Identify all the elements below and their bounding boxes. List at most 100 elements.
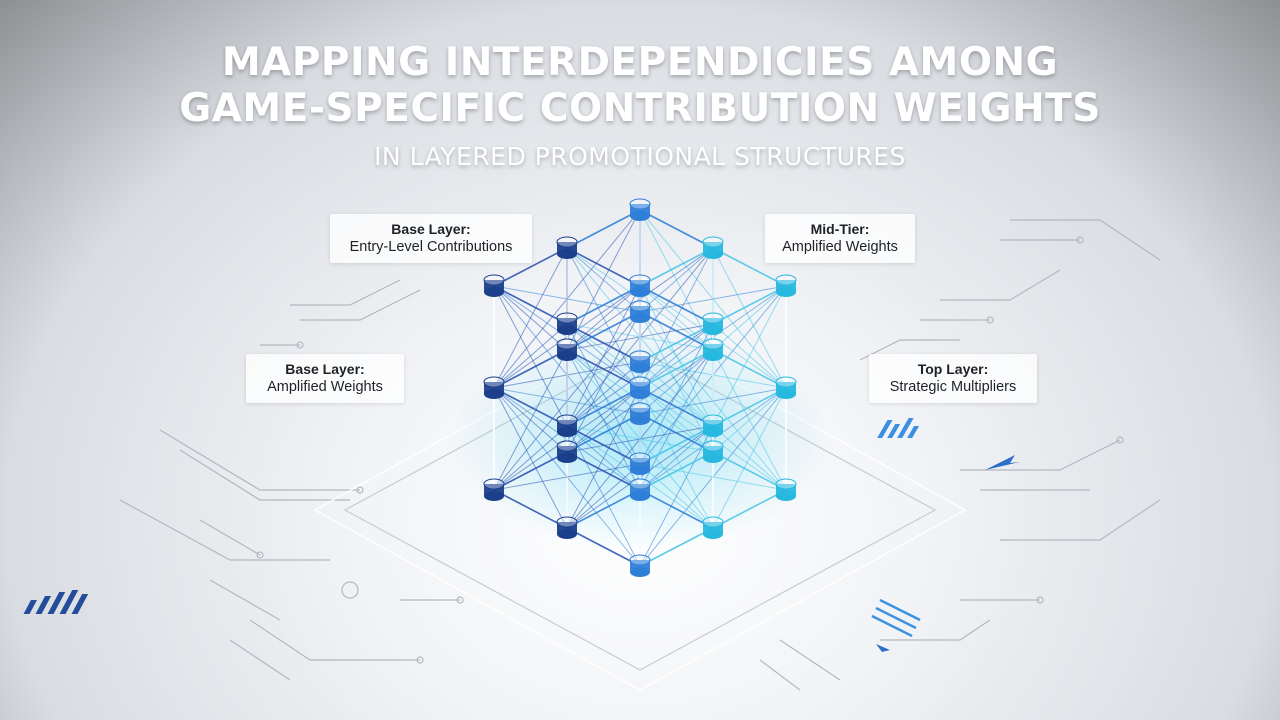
network-node <box>556 516 578 539</box>
network-node <box>629 198 651 221</box>
edge-grid <box>639 247 714 287</box>
node-body <box>557 522 577 534</box>
label-mid-tier-sub: Amplified Weights <box>782 239 898 255</box>
network-node <box>629 402 651 425</box>
label-mid-tier: Mid-Tier: Amplified Weights <box>765 214 915 263</box>
edge-grid <box>493 349 568 389</box>
network-node <box>629 300 651 323</box>
node-top <box>629 274 651 286</box>
node-body <box>557 344 577 356</box>
network-node <box>775 274 797 297</box>
edge-grid <box>712 489 787 529</box>
edge-grid <box>639 209 714 249</box>
network-node <box>702 312 724 335</box>
edge-cross <box>639 247 714 313</box>
network-node <box>629 376 651 399</box>
edge-grid <box>566 349 641 389</box>
node-top <box>556 312 578 324</box>
edge-grid <box>639 349 714 389</box>
edge-grid <box>493 451 568 491</box>
node-body <box>703 522 723 534</box>
label-base-entry-sub: Entry-Level Contributions <box>349 239 513 255</box>
node-body <box>484 382 504 394</box>
node-top <box>629 300 651 312</box>
edge-cross <box>639 463 787 491</box>
edge-cross <box>566 425 714 453</box>
node-body <box>630 408 650 420</box>
edge-cross <box>493 285 641 313</box>
label-mid-tier-heading: Mid-Tier: <box>810 221 870 237</box>
network-node <box>483 274 505 297</box>
node-body <box>630 458 650 470</box>
edge-grid <box>639 413 714 453</box>
deco-bars <box>23 418 1020 652</box>
network-node <box>629 350 651 373</box>
network-node <box>556 338 578 361</box>
network-node <box>702 236 724 259</box>
node-body <box>484 280 504 292</box>
node-body <box>776 280 796 292</box>
network-node <box>629 478 651 501</box>
node-top <box>556 338 578 350</box>
edge-cross <box>493 425 568 491</box>
node-top <box>775 376 797 388</box>
circuit-decorations <box>119 219 1161 691</box>
network-node <box>483 478 505 501</box>
label-base-amplified-sub: Amplified Weights <box>267 379 383 395</box>
edge-grid <box>639 527 714 567</box>
node-body <box>557 318 577 330</box>
network-node <box>702 440 724 463</box>
label-base-amplified-heading: Base Layer: <box>285 361 365 377</box>
node-body <box>703 242 723 254</box>
edge-grid <box>566 451 641 491</box>
network-node <box>702 338 724 361</box>
edge-grid <box>712 285 787 325</box>
node-top <box>629 376 651 388</box>
edge-grid <box>566 247 641 287</box>
edge-cross <box>639 463 714 529</box>
node-top <box>556 440 578 452</box>
node-top <box>702 338 724 350</box>
edge-cross <box>493 387 641 415</box>
edge-grid <box>712 247 787 287</box>
network-nodes <box>483 198 797 577</box>
edge-grid <box>639 489 714 529</box>
edge-grid <box>566 489 641 529</box>
edge-grid <box>639 387 714 427</box>
node-top <box>483 274 505 286</box>
edge-grid <box>566 311 641 351</box>
network-node <box>629 452 651 475</box>
edge-grid <box>639 311 714 351</box>
edge-grid <box>712 451 787 491</box>
edge-cross <box>566 247 641 313</box>
edge-cross <box>712 387 787 453</box>
edge-grid <box>566 527 641 567</box>
node-top <box>483 376 505 388</box>
label-top-layer: Top Layer: Strategic Multipliers <box>869 354 1037 403</box>
node-body <box>776 382 796 394</box>
label-base-amplified: Base Layer: Amplified Weights <box>246 354 404 403</box>
edge-grid <box>493 247 568 287</box>
title-line-2: GAME-SPECIFIC CONTRIBUTION WEIGHTS <box>179 86 1101 131</box>
edge-cross <box>566 349 641 415</box>
node-body <box>776 484 796 496</box>
node-body <box>703 446 723 458</box>
edge-cross <box>493 463 641 491</box>
node-top <box>629 554 651 566</box>
node-top <box>702 414 724 426</box>
edge-grid <box>493 387 568 427</box>
node-top <box>629 452 651 464</box>
title-line-1: MAPPING INTERDEPENDICIES AMONG <box>221 40 1059 85</box>
node-body <box>630 560 650 572</box>
node-top <box>556 414 578 426</box>
node-body <box>703 420 723 432</box>
subtitle: IN LAYERED PROMOTIONAL STRUCTURES <box>374 142 906 171</box>
network-node <box>556 312 578 335</box>
edge-cross <box>639 387 714 453</box>
label-top-layer-sub: Strategic Multipliers <box>889 379 1017 395</box>
node-top <box>629 198 651 210</box>
edge-cross <box>639 425 714 491</box>
network-node <box>629 554 651 577</box>
edge-grid <box>712 349 787 389</box>
edge-cross <box>639 349 714 415</box>
